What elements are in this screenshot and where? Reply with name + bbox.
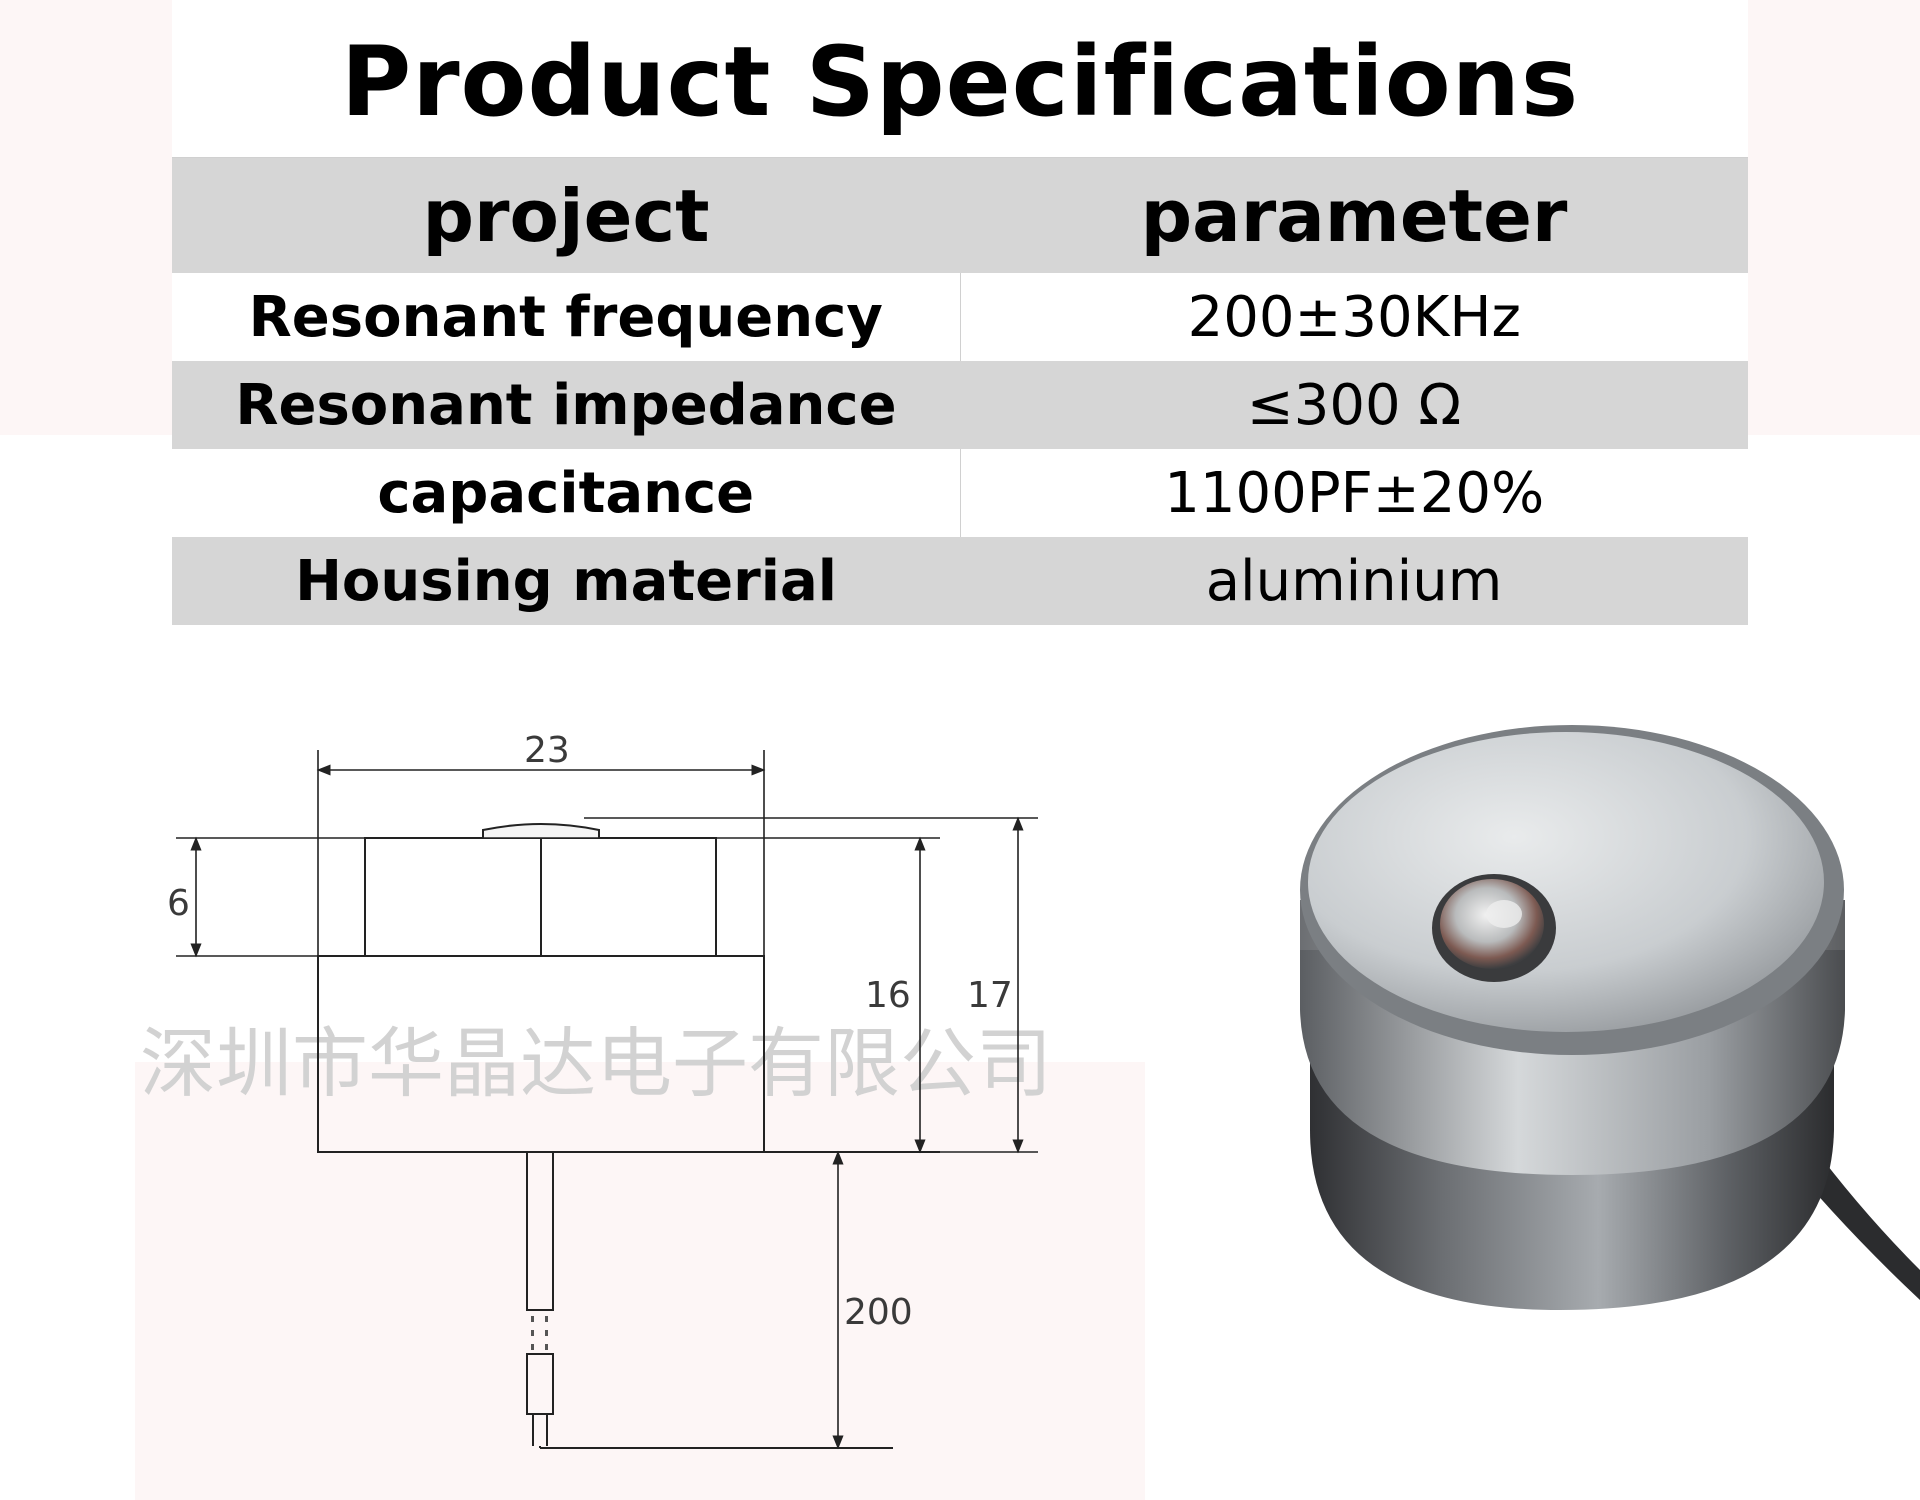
table-row: Resonant frequency 200±30KHz bbox=[172, 273, 1748, 361]
product-photo bbox=[1300, 725, 1920, 1310]
watermark-band-left bbox=[0, 0, 172, 435]
company-watermark: 深圳市华晶达电子有限公司 bbox=[140, 1019, 1052, 1108]
row-value: ≤300 Ω bbox=[960, 361, 1748, 449]
table-row: capacitance 1100PF±20% bbox=[172, 449, 1748, 537]
extension-lines bbox=[176, 750, 1038, 1153]
dimension-width-label: 23 bbox=[524, 730, 570, 771]
spec-table: Product Specifications project parameter… bbox=[172, 7, 1748, 625]
column-header-project: project bbox=[172, 157, 960, 273]
dimension-lines bbox=[190, 764, 1024, 1450]
table-row: Housing material aluminium bbox=[172, 537, 1748, 625]
dimension-cap-height-label: 6 bbox=[167, 883, 190, 924]
dimension-body-height-label: 16 bbox=[865, 975, 911, 1016]
dimension-cable-length-label: 200 bbox=[844, 1292, 913, 1333]
transducer-outline bbox=[317, 823, 940, 1449]
row-label: Housing material bbox=[172, 537, 960, 625]
row-label: Resonant frequency bbox=[172, 273, 961, 361]
watermark-band-bottom bbox=[135, 1062, 1145, 1500]
row-value: 200±30KHz bbox=[960, 273, 1748, 361]
table-row: Resonant impedance ≤300 Ω bbox=[172, 361, 1748, 449]
table-title: Product Specifications bbox=[172, 7, 1748, 158]
row-label: Resonant impedance bbox=[172, 361, 960, 449]
watermark-band-right bbox=[1748, 0, 1920, 435]
cable-break-dots bbox=[531, 1316, 548, 1350]
dimension-total-height-label: 17 bbox=[967, 975, 1013, 1016]
column-header-parameter: parameter bbox=[960, 157, 1748, 273]
row-value: aluminium bbox=[960, 537, 1748, 625]
row-value: 1100PF±20% bbox=[960, 449, 1748, 537]
row-label: capacitance bbox=[172, 449, 961, 537]
